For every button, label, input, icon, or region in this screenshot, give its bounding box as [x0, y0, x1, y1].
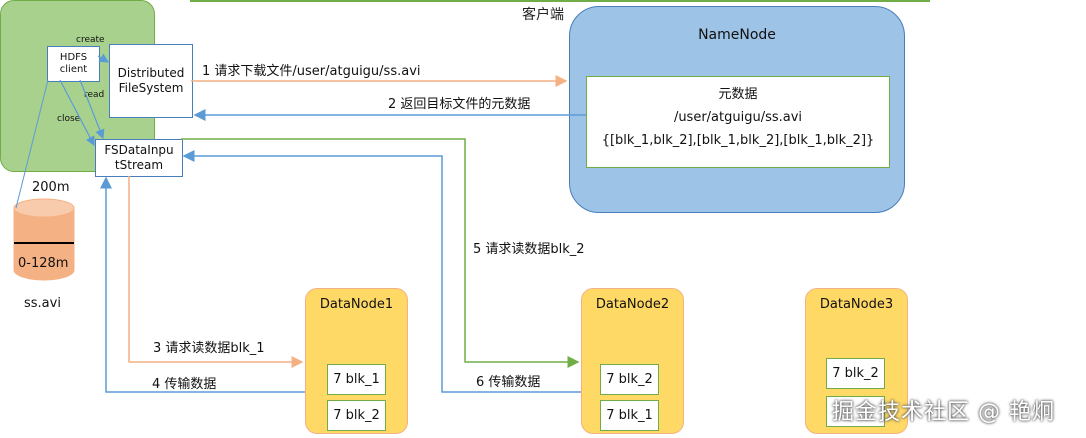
watermark: 掘金技术社区 @ 艳炯	[832, 400, 1055, 425]
datanode-3-block-1: 7 blk_2	[826, 358, 885, 389]
file-range-label: 0-128m	[18, 256, 69, 271]
metadata-box: 元数据 /user/atguigu/ss.avi {[blk_1,blk_2],…	[586, 76, 890, 168]
read-arrow	[79, 79, 105, 140]
step3-label: 3 请求读数据blk_1	[153, 341, 265, 356]
step2-label: 2 返回目标文件的元数据	[388, 97, 531, 112]
step1-label: 1 请求下载文件/user/atguigu/ss.avi	[202, 64, 421, 79]
metadata-blocks: {[blk_1,blk_2],[blk_1,blk_2],[blk_1,blk_…	[601, 133, 875, 148]
step6-label: 6 传输数据	[476, 375, 541, 390]
step5-label: 5 请求读数据blk_2	[473, 242, 585, 257]
step6-arrow	[182, 150, 581, 393]
file-name-label: ss.avi	[24, 296, 61, 311]
namenode-title: NameNode	[698, 27, 776, 43]
step4-arrow	[100, 176, 305, 393]
distributed-filesystem-box: Distributed FileSystem	[109, 44, 193, 118]
metadata-path: /user/atguigu/ss.avi	[673, 110, 803, 125]
client-title: 客户端	[522, 7, 564, 23]
datanode-2-block-2: 7 blk_1	[600, 400, 659, 431]
hdfs-client-box: HDFS client	[47, 46, 100, 82]
create-arrow	[97, 53, 110, 63]
datanode-3-block-2	[826, 396, 885, 427]
metadata-title: 元数据	[718, 87, 758, 102]
create-label: create	[76, 35, 105, 45]
datanode-1-block-2: 7 blk_2	[327, 400, 386, 431]
read-label: read	[84, 90, 105, 100]
fsdatainputstream-box: FSDataInpu tStream	[95, 139, 183, 177]
file-cylinder	[13, 198, 75, 281]
step5-arrow	[181, 138, 580, 368]
datanode-3-title: DataNode3	[819, 297, 894, 312]
file-size-label: 200m	[32, 180, 70, 195]
datanode-1-title: DataNode1	[319, 297, 394, 312]
datanode-2-title: DataNode2	[595, 297, 670, 312]
close-label: close	[57, 114, 81, 124]
step3-arrow	[128, 176, 304, 368]
top-rule	[190, 0, 930, 2]
client-to-file-line	[15, 79, 49, 209]
step4-label: 4 传输数据	[152, 377, 217, 392]
datanode-2-block-1: 7 blk_2	[600, 364, 659, 395]
datanode-1-block-1: 7 blk_1	[327, 364, 386, 395]
close-arrow	[59, 79, 95, 147]
